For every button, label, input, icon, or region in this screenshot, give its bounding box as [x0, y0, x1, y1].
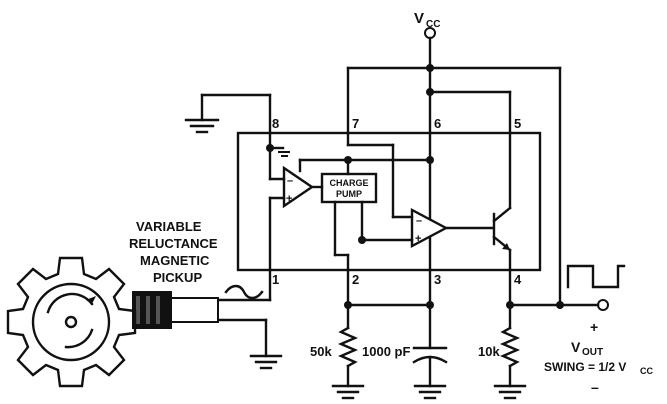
junction-dot	[426, 88, 434, 96]
pickup-label-4: PICKUP	[153, 270, 202, 285]
vout-label-sub: OUT	[582, 347, 603, 358]
magnetic-pickup	[132, 291, 219, 329]
vout-minus: –	[591, 379, 599, 395]
square-wave-icon	[566, 264, 626, 289]
junction-dot	[344, 156, 352, 164]
vout-plus: +	[590, 319, 598, 335]
swing-label: SWING = 1/2 V	[544, 360, 626, 374]
r2-label: 10k	[478, 344, 500, 359]
sine-wave-icon	[224, 284, 264, 300]
pickup-label-1: VARIABLE	[136, 219, 202, 234]
pickup-label-2: RELUCTANCE	[129, 236, 218, 251]
pin-2: 2	[352, 272, 359, 287]
pin-4: 4	[514, 272, 522, 287]
gear-icon	[6, 256, 137, 388]
vout-label: V	[571, 339, 581, 355]
pin8-ground	[184, 93, 272, 135]
junction-dot	[426, 64, 434, 72]
pin-8: 8	[272, 116, 279, 131]
resistor-10k: 10k	[478, 303, 527, 400]
charge-pump: CHARGE PUMP	[298, 156, 434, 272]
output-transistor	[492, 131, 512, 272]
comparator: – +	[346, 131, 494, 272]
vcc-label: V	[414, 10, 424, 27]
swing-label-sub: CC	[640, 366, 653, 376]
comp-minus: –	[416, 215, 422, 227]
r1-label: 50k	[310, 344, 332, 359]
vcc-label-sub: CC	[426, 19, 440, 30]
opamp-plus: +	[286, 193, 292, 205]
junction-dot	[358, 236, 366, 244]
pickup-label-3: MAGNETIC	[140, 253, 210, 268]
charge-pump-label-1: CHARGE	[329, 178, 368, 188]
vcc-terminal: V CC	[414, 10, 440, 70]
pin-7: 7	[352, 116, 359, 131]
output-terminal: + V OUT SWING = 1/2 V CC –	[544, 264, 653, 395]
c1-label: 1000 pF	[362, 344, 410, 359]
comp-plus: +	[415, 233, 421, 245]
pin-6: 6	[434, 116, 441, 131]
input-opamp: – +	[266, 131, 324, 272]
pin-3: 3	[434, 272, 441, 287]
pickup-wiring	[216, 268, 283, 370]
junction-dot	[556, 301, 564, 309]
charge-pump-label-2: PUMP	[336, 189, 362, 199]
capacitor-1000pf: 1000 pF	[362, 303, 448, 400]
pin-1: 1	[272, 272, 279, 287]
resistor-50k: 50k	[310, 303, 365, 400]
pin-5: 5	[514, 116, 521, 131]
ic-body	[236, 131, 542, 272]
opamp-minus: –	[287, 175, 293, 187]
top-rail	[346, 64, 562, 305]
